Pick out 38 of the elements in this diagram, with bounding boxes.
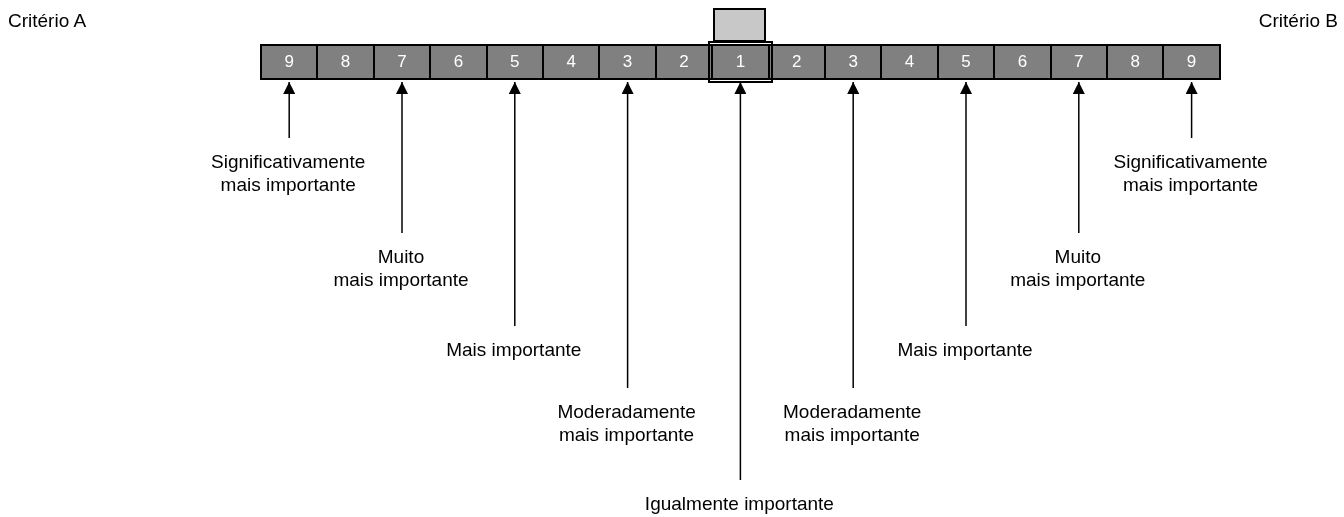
scale-label: Mais importante [446,338,582,361]
criterion-label: Critério A [8,10,87,32]
scale-cell: 4 [880,44,939,80]
scale-label: Moderadamente mais importante [557,400,696,446]
scale-label: Moderadamente mais importante [783,400,922,446]
arrow [508,81,521,327]
scale-cell: 3 [598,44,657,80]
scale-label: Muito mais importante [1010,245,1146,291]
scale-cell: 9 [260,44,319,80]
scale-cell: 6 [429,44,488,80]
arrow [847,81,860,389]
scale-cell: 8 [316,44,375,80]
arrow [283,81,296,139]
arrow [1072,81,1085,234]
arrow [960,81,972,327]
arrow [396,81,408,234]
arrow [734,81,747,481]
scale-cell: 9 [1162,44,1221,80]
scale-label: Muito mais importante [333,245,469,291]
scale-cell: 2 [654,44,714,80]
scale-cell: 3 [824,44,883,80]
scale-cell: 7 [1049,44,1108,80]
scale-cell: 5 [485,44,544,80]
scale-label: Significativamente mais importante [211,150,366,196]
scale-label: Mais importante [897,338,1033,361]
scale-label: Significativamente mais importante [1113,150,1268,196]
scale-cell: 7 [372,44,432,80]
scale-cell: 5 [936,44,996,80]
arrow [1185,81,1198,139]
scale-cell: 8 [1106,44,1165,80]
scale-cell: 4 [542,44,601,80]
scale-cell: 2 [767,44,826,80]
arrow [621,81,634,389]
slider-thumb [713,8,766,42]
scale-cell: 1 [711,44,770,80]
scale-cell: 6 [993,44,1052,80]
scale-label: Igualmente importante [644,492,834,515]
criterion-label: Critério B [1258,10,1338,32]
